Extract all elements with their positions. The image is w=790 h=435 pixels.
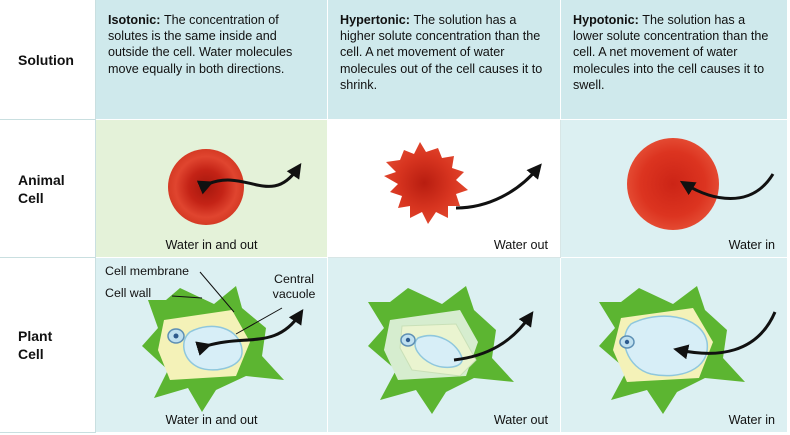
plant-hypertonic-diagram [368,286,534,414]
isotonic-name: Isotonic: [108,13,164,27]
plant-hypotonic-diagram [599,286,777,414]
water-arrow [196,163,302,195]
water-arrow-out [453,311,534,362]
animal-hypertonic-cell: Water out [328,120,561,258]
plant-hypertonic-caption: Water out [493,413,548,427]
central-vacuole-label: Central vacuole [272,272,316,301]
row-header-plant-cell: Plant Cell [0,258,96,433]
hypotonic-description: The solution has a lower solute concentr… [573,13,769,92]
row-header-solution-label: Solution [18,51,74,68]
plant-isotonic-cell: Cell membrane Cell wall Central vacuole … [96,258,328,433]
row-header-animal-label: Animal Cell [18,171,65,206]
hypertonic-name: Hypertonic: [340,13,414,27]
animal-hypotonic-cell: Water in [561,120,788,258]
hypertonic-description-cell: Hypertonic: The solution has a higher so… [328,0,561,120]
shrunken-vacuole [414,335,463,369]
plant-hypertonic-cell: Water out [328,258,561,433]
plant-hypotonic-cell: Water in [561,258,788,433]
water-arrow-out [455,163,542,210]
water-arrow [195,309,304,356]
swollen-vacuole [623,315,708,377]
cell-wall-label: Cell wall [105,286,152,300]
animal-hypotonic-caption: Water in [728,238,775,252]
cell-membrane-pointer [199,271,235,313]
animal-isotonic-diagram [168,149,302,225]
animal-isotonic-caption: Water in and out [165,238,258,252]
row-header-animal-cell: Animal Cell [0,120,96,258]
cell-membrane-label: Cell membrane [105,264,190,278]
plant-isotonic-caption: Water in and out [165,413,258,427]
isotonic-description-cell: Isotonic: The concentration of solutes i… [96,0,328,120]
animal-hypertonic-diagram [384,142,542,224]
water-arrow-in [673,311,777,360]
isotonic-description: The concentration of solutes is the same… [108,13,293,76]
animal-hypotonic-diagram [627,138,775,230]
shrunken-red-blood-cell [384,142,468,224]
water-arrow-in [679,173,775,200]
cell-wall-pointer [171,295,203,299]
swollen-red-blood-cell [627,138,719,230]
hypotonic-description-cell: Hypotonic: The solution has a lower solu… [561,0,788,120]
animal-hypertonic-caption: Water out [493,238,548,252]
plant-hypotonic-caption: Water in [728,413,775,427]
central-vacuole [183,325,243,371]
red-blood-cell [168,149,244,225]
row-header-solution: Solution [0,0,96,120]
animal-isotonic-cell: Water in and out [96,120,328,258]
plant-isotonic-diagram [142,271,304,412]
row-header-plant-label: Plant Cell [18,328,53,362]
hypotonic-name: Hypotonic: [573,13,643,27]
hypertonic-description: The solution has a higher solute concent… [340,13,543,92]
